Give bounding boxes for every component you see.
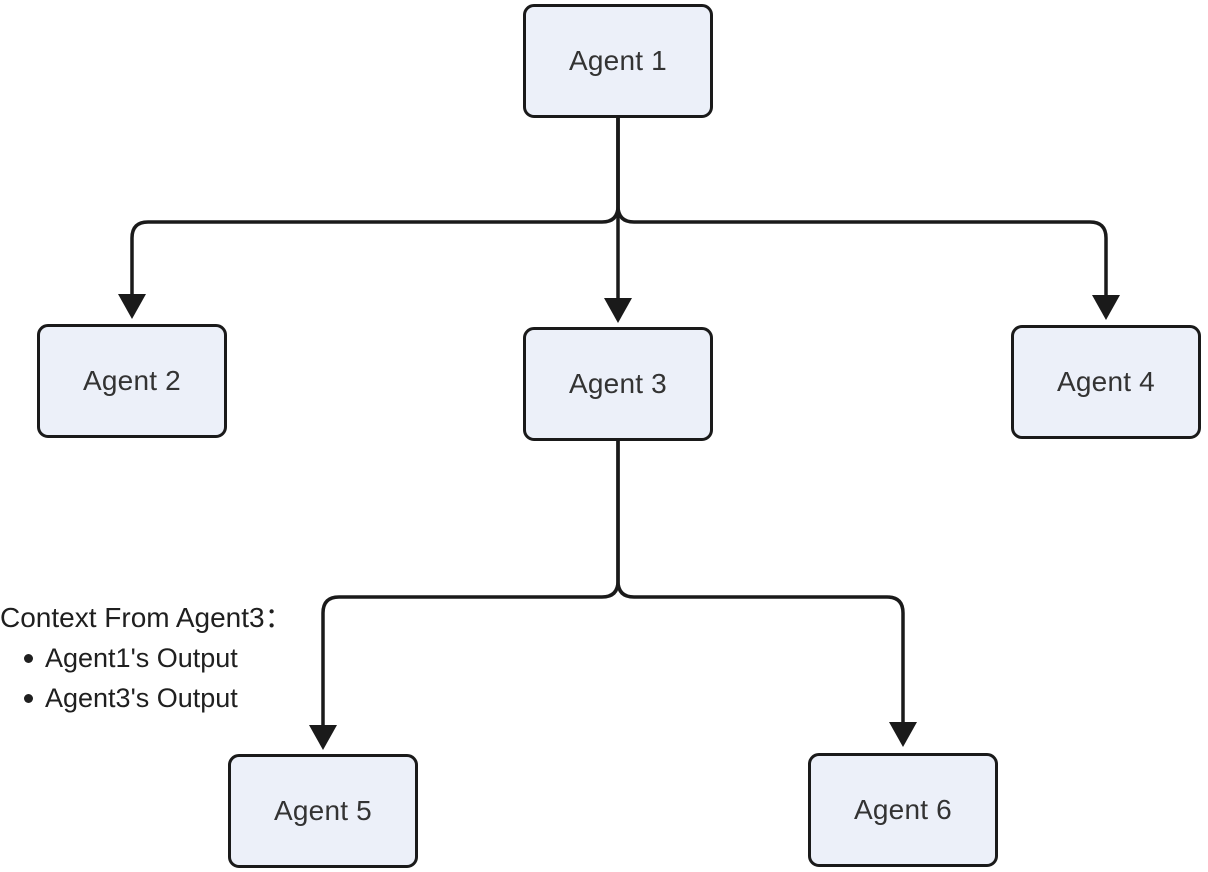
node-agent-6-label: Agent 6 [854, 794, 952, 825]
bullet-icon [24, 694, 33, 703]
node-agent-4-label: Agent 4 [1057, 366, 1155, 397]
node-agent-1-label: Agent 1 [569, 45, 667, 76]
arrowhead-agent6 [889, 722, 917, 747]
node-agent-3: Agent 3 [523, 327, 713, 441]
context-annotation-item-text: Agent3's Output [45, 683, 238, 713]
arrowhead-agent2 [118, 294, 146, 319]
edge-agent1-agent4 [616, 117, 1108, 296]
context-annotation-list: Agent1's Output Agent3's Output [0, 638, 330, 718]
node-agent-4: Agent 4 [1011, 325, 1201, 439]
context-annotation-title: Context From Agent3： [0, 602, 293, 633]
context-annotation-item: Agent3's Output [0, 678, 330, 718]
node-agent-2: Agent 2 [37, 324, 227, 438]
arrowhead-agent4 [1092, 295, 1120, 320]
edge-agent3-agent5 [321, 441, 620, 726]
context-annotation-item: Agent1's Output [0, 638, 330, 678]
edge-agent3-agent6 [616, 441, 905, 723]
arrowhead-agent3 [604, 298, 632, 323]
node-agent-1: Agent 1 [523, 4, 713, 118]
node-agent-3-label: Agent 3 [569, 368, 667, 399]
edge-agent1-agent2 [130, 117, 620, 295]
node-agent-5-label: Agent 5 [274, 795, 372, 826]
context-annotation: Context From Agent3： Agent1's Output Age… [0, 598, 330, 718]
node-agent-2-label: Agent 2 [83, 365, 181, 396]
arrowhead-agent5 [309, 725, 337, 750]
node-agent-6: Agent 6 [808, 753, 998, 867]
context-annotation-item-text: Agent1's Output [45, 643, 238, 673]
node-agent-5: Agent 5 [228, 754, 418, 868]
bullet-icon [24, 654, 33, 663]
